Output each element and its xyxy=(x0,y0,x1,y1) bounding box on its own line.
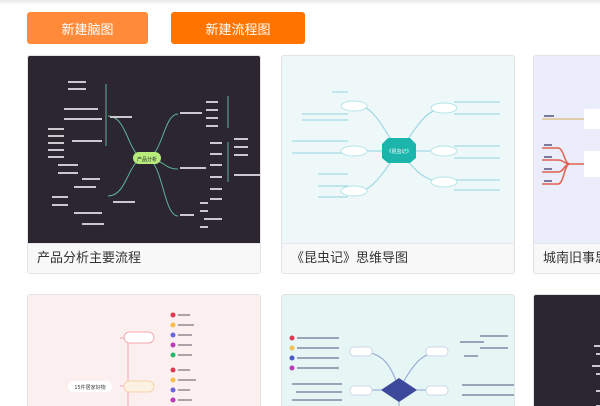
center-node-label: 产品分析 xyxy=(137,156,157,163)
mindmap-preview-dark: 产品分析 xyxy=(48,81,260,228)
template-title: 城南旧事思维导图 xyxy=(534,243,600,273)
new-mindmap-button[interactable]: 新建脑图 xyxy=(27,12,148,44)
template-card[interactable]: 产品分析 xyxy=(27,55,261,274)
template-thumbnail xyxy=(534,56,600,243)
template-card[interactable]: 《昆虫记》 《昆虫记》思维导图 xyxy=(281,55,515,274)
mindmap-preview-teal: 《昆虫记》 xyxy=(292,91,500,198)
header-shadow xyxy=(0,0,600,5)
template-title: 《昆虫记》思维导图 xyxy=(282,243,514,273)
center-node-label: 15件居家好物 xyxy=(74,384,105,391)
template-card[interactable]: 15件居家好物 xyxy=(27,294,261,406)
center-node xyxy=(381,378,417,402)
center-node-label: 《昆虫记》 xyxy=(386,148,411,155)
template-card[interactable] xyxy=(281,294,515,406)
mindmap-preview-dark xyxy=(592,345,600,406)
mindmap-preview-mint xyxy=(289,335,514,406)
template-thumbnail xyxy=(282,295,514,406)
template-card[interactable] xyxy=(533,294,600,406)
template-thumbnail xyxy=(534,295,600,406)
template-thumbnail: 《昆虫记》 xyxy=(282,56,514,243)
center-node xyxy=(382,138,416,163)
mindmap-preview-pink: 15件居家好物 xyxy=(68,312,196,406)
template-thumbnail: 15件居家好物 xyxy=(28,295,260,406)
center-node xyxy=(133,152,161,164)
template-thumbnail: 产品分析 xyxy=(28,56,260,243)
template-card[interactable]: 城南旧事思维导图 xyxy=(533,55,600,274)
new-flowchart-button[interactable]: 新建流程图 xyxy=(171,12,305,44)
mindmap-preview-lavender xyxy=(542,109,600,185)
template-title: 产品分析主要流程 xyxy=(28,243,260,273)
